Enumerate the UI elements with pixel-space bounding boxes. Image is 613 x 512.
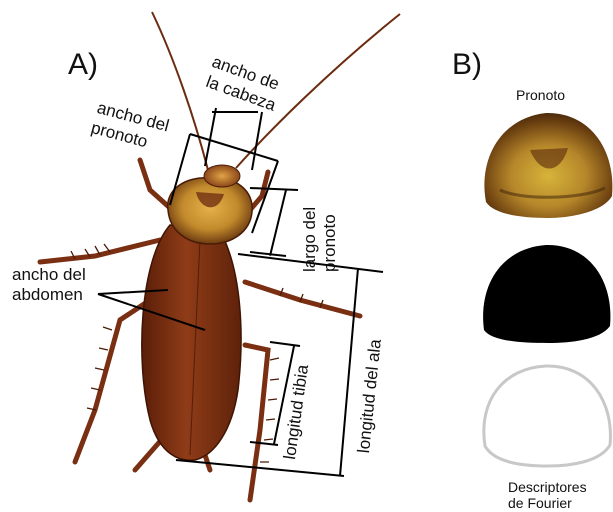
fourier-caption-1: Descriptores	[508, 479, 587, 495]
pronotum-photo	[484, 113, 612, 218]
pronotum-title: Pronoto	[516, 87, 565, 103]
label-abdomen-width-1: ancho del	[12, 265, 86, 284]
label-pronotum-length-1: largo del	[300, 207, 319, 272]
fourier-outline	[484, 366, 611, 466]
label-pronotum-length-2: pronoto	[320, 214, 339, 272]
panel-a-letter: A)	[68, 48, 98, 82]
pronotum-silhouette	[483, 245, 610, 343]
pronotum	[168, 178, 252, 244]
fourier-caption-2: de Fourier	[508, 495, 572, 511]
label-abdomen-width-2: abdomen	[12, 285, 83, 304]
panel-b-letter: B)	[452, 48, 482, 82]
head	[204, 165, 240, 187]
